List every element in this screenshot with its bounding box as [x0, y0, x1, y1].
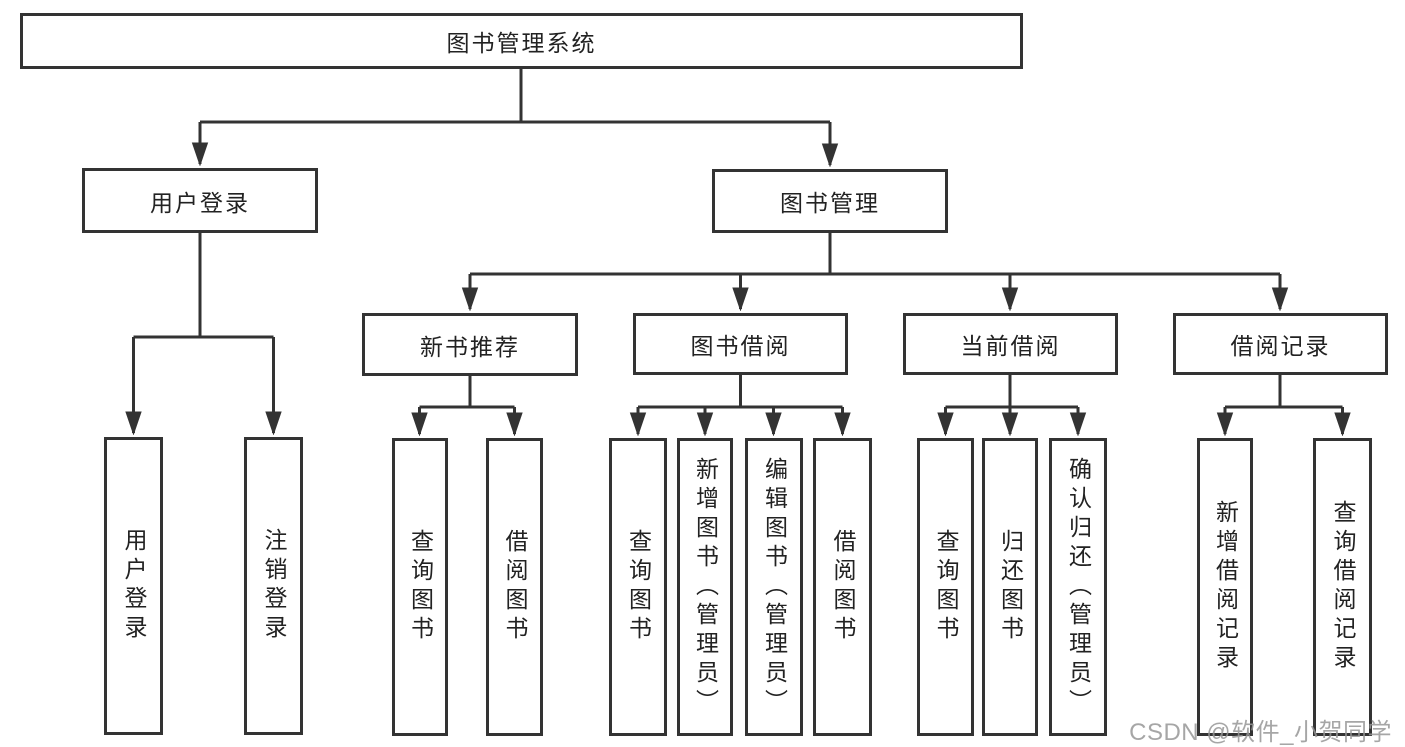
node-label: 查询图书	[933, 529, 959, 645]
leaf-add-borrowing-record: 新增借阅记录	[1197, 438, 1253, 736]
node-label: 编辑图书（管理员）	[761, 456, 788, 718]
leaf-borrow-books-2: 借阅图书	[813, 438, 872, 736]
connector-root-to-level2	[200, 69, 830, 165]
node-book-borrowing: 图书借阅	[633, 313, 848, 375]
node-borrowing-records: 借阅记录	[1173, 313, 1388, 375]
node-label: 图书管理系统	[446, 30, 597, 56]
node-new-book-recommendation: 新书推荐	[362, 313, 578, 376]
node-label: 用户登录	[150, 189, 250, 216]
leaf-query-books-2: 查询图书	[609, 438, 667, 736]
node-label: 查询借阅记录	[1330, 500, 1356, 674]
csdn-watermark: CSDN @软件_小贺同学	[1129, 719, 1392, 746]
node-user-login: 用户登录	[82, 168, 318, 233]
leaf-query-books-3: 查询图书	[917, 438, 974, 736]
leaf-return-books: 归还图书	[982, 438, 1038, 736]
node-label: 确认归还（管理员）	[1065, 456, 1092, 718]
connector-userlogin-to-leaves	[134, 233, 274, 433]
node-label: 归还图书	[997, 529, 1024, 645]
node-label: 借阅图书	[502, 529, 528, 645]
leaf-borrow-books-1: 借阅图书	[486, 438, 543, 736]
leaf-confirm-return-admin: 确认归还（管理员）	[1049, 438, 1107, 736]
node-label: 新增借阅记录	[1212, 500, 1239, 674]
node-book-management: 图书管理	[712, 169, 948, 233]
node-label: 新书推荐	[420, 333, 520, 360]
leaf-query-borrowing-record: 查询借阅记录	[1313, 438, 1372, 736]
connector-bookmgmt-to-level3	[470, 233, 1280, 309]
node-current-borrowing: 当前借阅	[903, 313, 1118, 375]
leaf-query-books-1: 查询图书	[392, 438, 448, 736]
node-label: 图书借阅	[690, 333, 791, 359]
connector-newbookrec-to-leaves	[420, 376, 515, 434]
leaf-add-books-admin: 新增图书（管理员）	[677, 438, 733, 736]
node-label: 查询图书	[407, 529, 434, 645]
leaf-edit-books-admin: 编辑图书（管理员）	[745, 438, 803, 736]
node-label: 图书管理	[780, 190, 880, 216]
node-label: 查询图书	[625, 529, 652, 645]
connector-currentborrow-to-leaves	[946, 375, 1079, 434]
node-label: 用户登录	[121, 528, 147, 644]
leaf-logout: 注销登录	[244, 437, 303, 735]
node-label: 当前借阅	[960, 333, 1061, 359]
connector-bookborrow-to-leaves	[638, 375, 843, 434]
node-root-system: 图书管理系统	[20, 13, 1023, 69]
node-label: 新增图书（管理员）	[692, 456, 719, 718]
node-label: 注销登录	[261, 528, 287, 644]
connector-borrowrecords-to-leaves	[1225, 375, 1343, 434]
node-label: 借阅记录	[1230, 333, 1331, 359]
leaf-user-login: 用户登录	[104, 437, 163, 735]
node-label: 借阅图书	[830, 529, 856, 645]
